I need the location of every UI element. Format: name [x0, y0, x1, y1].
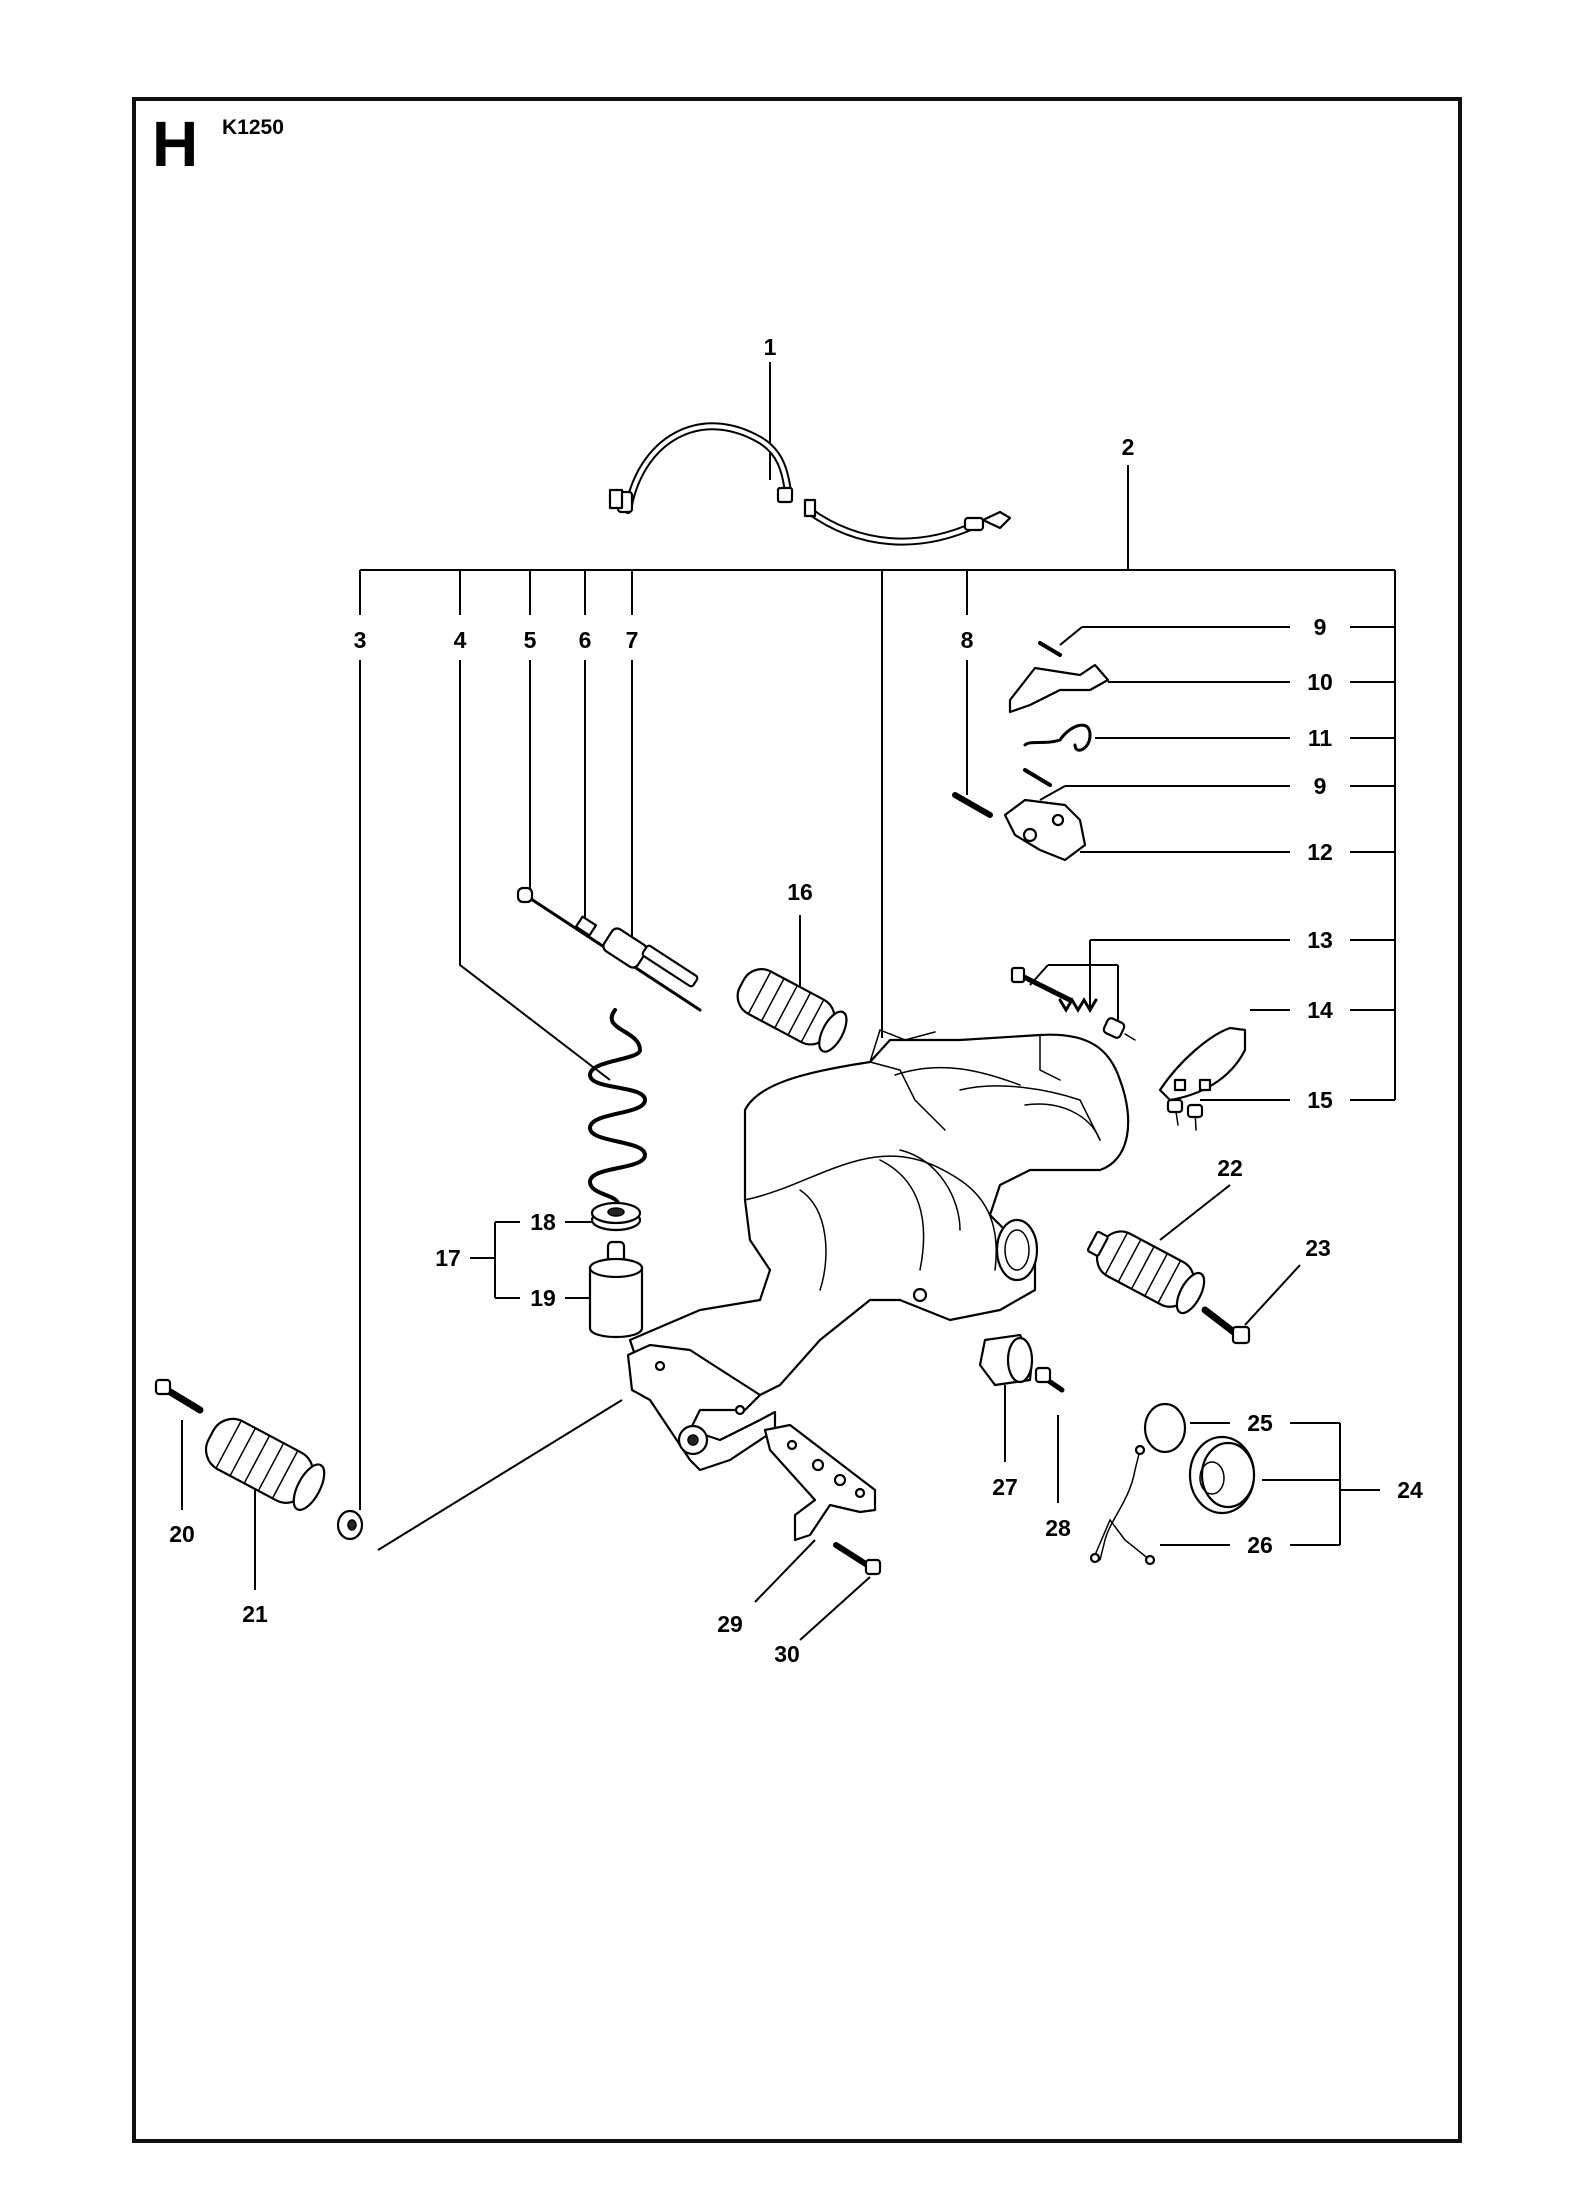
callout-25: 25 [1247, 1410, 1273, 1436]
screw-30-part [833, 1542, 882, 1576]
callout-23: 23 [1305, 1235, 1331, 1261]
plate-part [1158, 1026, 1247, 1131]
buffer-16-part [736, 968, 848, 1053]
callout-4: 4 [454, 627, 467, 653]
callout-2: 2 [1122, 434, 1135, 460]
callout-1: 1 [764, 334, 777, 360]
buffer-22-part [1086, 1230, 1206, 1315]
callout-17: 17 [435, 1245, 461, 1271]
bolt-spring-part [1010, 966, 1136, 1041]
callout-19: 19 [530, 1285, 556, 1311]
callout-18: 18 [530, 1209, 556, 1235]
callout-15: 15 [1307, 1087, 1333, 1113]
throttle-cable-part [608, 422, 1012, 546]
callout-9-lower: 9 [1314, 773, 1327, 799]
callout-9-upper: 9 [1314, 614, 1327, 640]
callout-27: 27 [992, 1474, 1018, 1500]
callout-21: 21 [242, 1601, 268, 1627]
leader-lines [181, 362, 1396, 1641]
choke-rod-part [516, 886, 702, 1012]
page-frame [132, 97, 1462, 2143]
bushing-27-part [978, 1333, 1065, 1393]
callout-30: 30 [774, 1641, 800, 1667]
callout-20: 20 [169, 1521, 195, 1547]
handle-body-part [626, 1029, 1130, 1472]
spring-part [587, 1008, 648, 1207]
damper-part [588, 1201, 644, 1338]
callout-7: 7 [626, 627, 639, 653]
latch-assembly-part [952, 641, 1110, 862]
model-name: K1250 [222, 116, 284, 139]
callout-14: 14 [1307, 997, 1333, 1023]
callout-8: 8 [961, 627, 974, 653]
callout-29: 29 [717, 1611, 743, 1637]
callout-24: 24 [1397, 1477, 1423, 1503]
buffer-21-part [154, 1378, 364, 1541]
callout-3: 3 [354, 627, 367, 653]
callout-11: 11 [1308, 725, 1333, 751]
fuel-cap-part [1089, 1402, 1256, 1566]
callout-10: 10 [1307, 669, 1333, 695]
callout-labels: 1 2 3 4 5 6 7 8 9 10 11 9 12 13 14 15 16… [169, 334, 1423, 1667]
bracket-part [763, 1423, 877, 1542]
callout-5: 5 [524, 627, 537, 653]
callout-13: 13 [1307, 927, 1333, 953]
callout-28: 28 [1045, 1515, 1071, 1541]
callout-6: 6 [579, 627, 592, 653]
section-letter: H [152, 108, 199, 180]
callout-16: 16 [787, 879, 813, 905]
callout-22: 22 [1217, 1155, 1243, 1181]
screw-23-part [1201, 1306, 1251, 1345]
callout-26: 26 [1247, 1532, 1273, 1558]
callout-12: 12 [1307, 839, 1333, 865]
